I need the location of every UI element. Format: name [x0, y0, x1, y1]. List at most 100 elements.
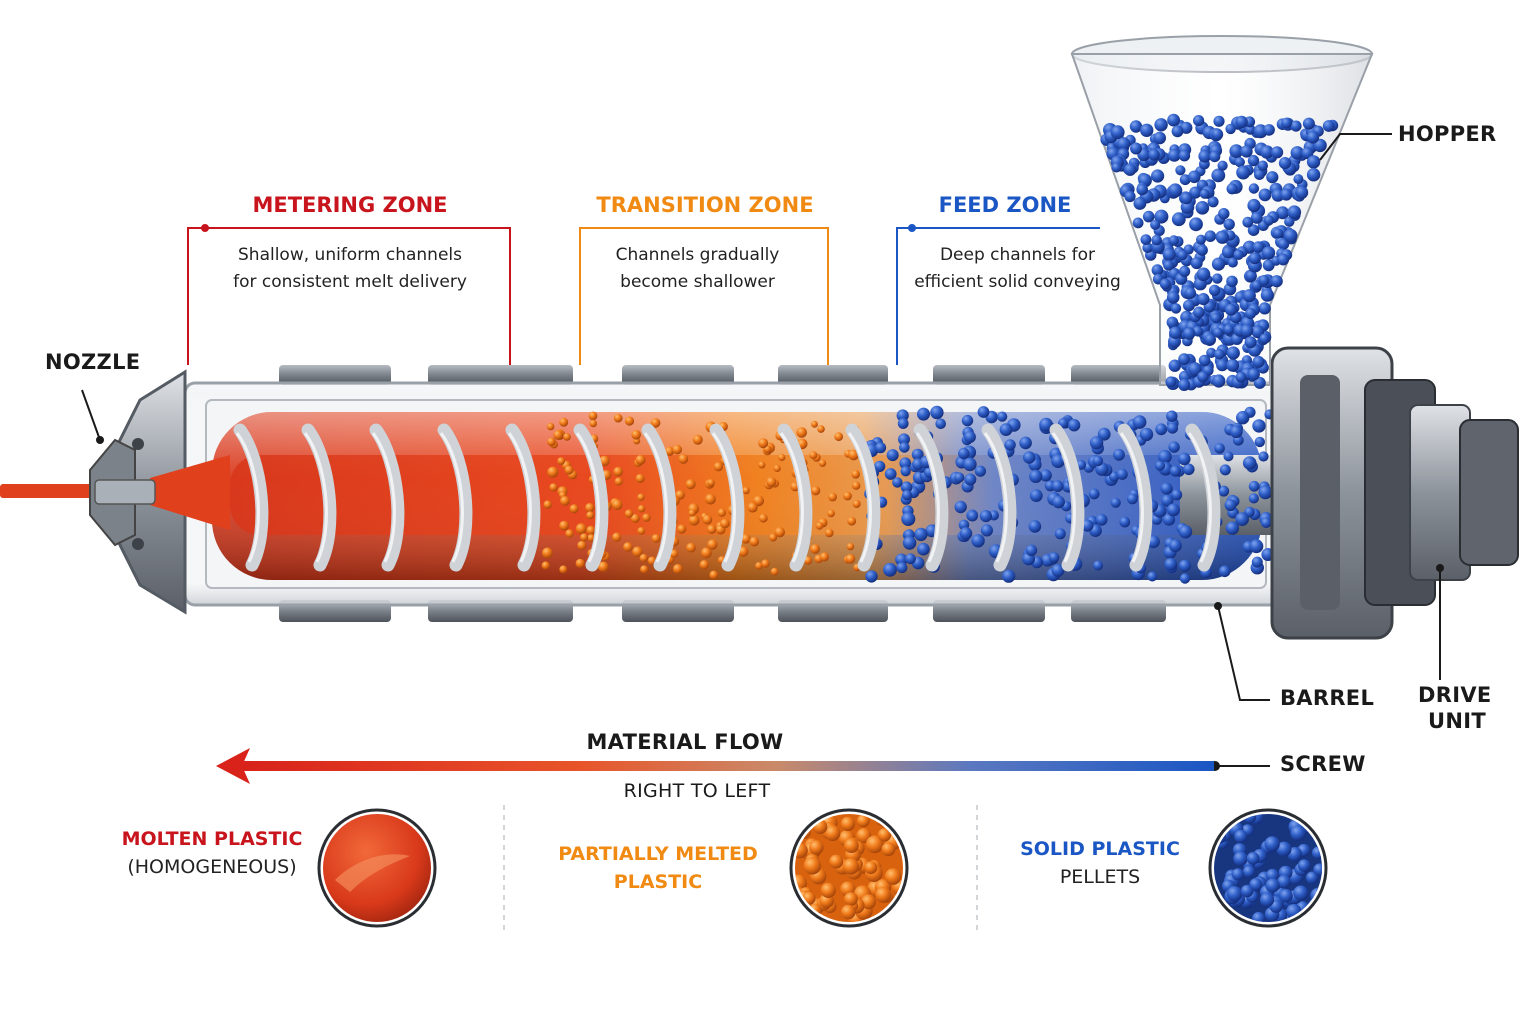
granule	[749, 536, 760, 547]
granule	[761, 559, 770, 568]
pellet	[1130, 142, 1142, 155]
screw-flight	[573, 423, 609, 572]
pellet	[1260, 145, 1274, 159]
pellet	[1190, 257, 1203, 270]
pellet	[1295, 186, 1309, 199]
pellet	[1226, 358, 1240, 372]
pellet	[1211, 257, 1226, 271]
granule	[875, 886, 892, 903]
pellet	[1297, 859, 1311, 872]
pellet	[1247, 154, 1260, 167]
screw-flight-highlight	[303, 432, 328, 563]
screw-flight-highlight	[507, 432, 532, 563]
pellet	[1002, 569, 1016, 583]
granule	[586, 511, 595, 520]
granule	[827, 509, 835, 518]
pellet	[1260, 288, 1274, 302]
pellet	[1151, 169, 1165, 183]
pellet	[1276, 206, 1290, 220]
granule	[817, 425, 825, 433]
screw-flights	[233, 423, 1221, 572]
granule	[542, 547, 553, 559]
granule	[541, 561, 550, 570]
pellet	[1051, 480, 1064, 492]
legend-solid-sub: PELLETS	[1059, 866, 1141, 888]
granule	[753, 495, 764, 507]
screw-flight	[845, 423, 881, 572]
pellet	[1227, 257, 1238, 268]
granule	[825, 528, 834, 538]
screw-flight-highlight	[1187, 432, 1212, 563]
pellet	[899, 442, 910, 453]
pellet	[1049, 552, 1060, 563]
screw-flight-highlight	[983, 432, 1008, 563]
granule	[851, 470, 860, 479]
pellet	[1178, 150, 1191, 162]
pellet	[1028, 520, 1042, 533]
pellet	[1226, 346, 1240, 360]
granule	[828, 492, 837, 502]
pellet	[1154, 118, 1168, 132]
granule	[637, 527, 646, 535]
pellet	[1089, 436, 1104, 450]
legend-partial-title: PARTIALLY MELTED	[558, 843, 758, 865]
pellet	[896, 562, 908, 574]
granule	[810, 544, 820, 554]
granule	[565, 529, 574, 538]
granule	[623, 542, 633, 552]
pellet	[1110, 497, 1121, 508]
granule	[856, 814, 870, 828]
pellet	[1248, 493, 1259, 504]
pellet	[1196, 244, 1208, 256]
screw-flight-highlight	[371, 432, 396, 563]
pellet	[1132, 415, 1147, 429]
screw-flight-highlight	[779, 432, 804, 563]
screw-flight	[369, 423, 405, 572]
granule	[598, 561, 609, 573]
nozzle-label: NOZZLE	[45, 350, 141, 374]
screw-flight	[1117, 423, 1153, 572]
granule	[881, 842, 896, 857]
legend-solid-title: SOLID PLASTIC	[1020, 838, 1180, 860]
pellet	[1119, 516, 1131, 528]
legend-partial-title-line2: PLASTIC	[613, 871, 703, 893]
pellet	[1183, 463, 1195, 476]
screw-flight-highlight	[439, 432, 464, 563]
pellet	[1278, 157, 1292, 170]
pellet	[1248, 183, 1260, 194]
granule	[707, 479, 715, 487]
pellet	[1264, 836, 1280, 852]
pellet	[1148, 149, 1160, 161]
pellet	[1168, 235, 1180, 246]
pellet	[1213, 327, 1224, 338]
granule	[557, 457, 565, 465]
pellet	[1258, 302, 1271, 315]
pellet	[1247, 198, 1261, 213]
pellet	[1204, 333, 1216, 345]
granule	[720, 518, 730, 529]
pellet	[900, 481, 913, 494]
pellet	[1113, 448, 1125, 461]
pellet	[1279, 889, 1293, 903]
granule	[747, 502, 758, 513]
pellet	[1245, 270, 1257, 282]
pellet	[959, 527, 973, 540]
pellet	[1142, 210, 1155, 223]
pellet	[974, 465, 987, 477]
pellet	[1233, 249, 1244, 260]
pellet	[1196, 234, 1206, 245]
pellet	[1189, 186, 1202, 199]
granule	[632, 546, 643, 557]
granule	[758, 461, 766, 469]
pellet	[1154, 460, 1166, 471]
pellet	[1166, 503, 1180, 517]
pellet	[1175, 165, 1186, 176]
pellet	[1250, 212, 1263, 224]
screw-flight	[437, 423, 473, 572]
pellet	[1261, 246, 1276, 260]
pellet	[1196, 267, 1211, 282]
granule	[864, 861, 878, 875]
granule	[769, 533, 778, 542]
granule	[840, 816, 856, 832]
pellet	[1234, 829, 1248, 844]
